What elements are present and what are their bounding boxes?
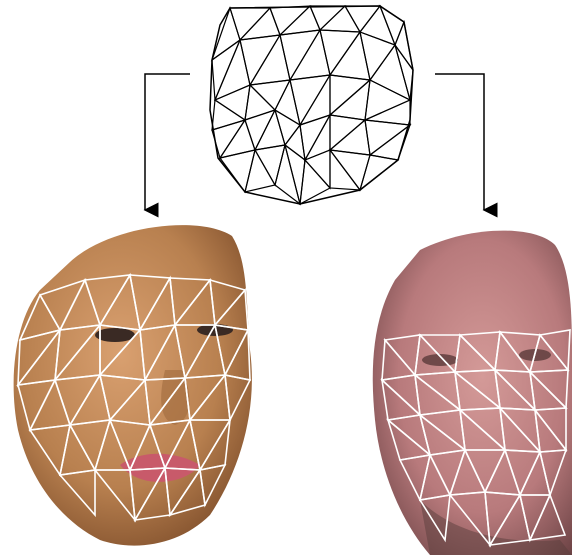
template-mesh — [210, 6, 413, 204]
face-left — [14, 225, 252, 545]
arrow-right — [435, 74, 484, 210]
face-right — [373, 231, 572, 555]
arrow-left — [145, 74, 190, 210]
face-left-eye-left — [95, 328, 135, 342]
face-right-skin — [373, 231, 572, 555]
